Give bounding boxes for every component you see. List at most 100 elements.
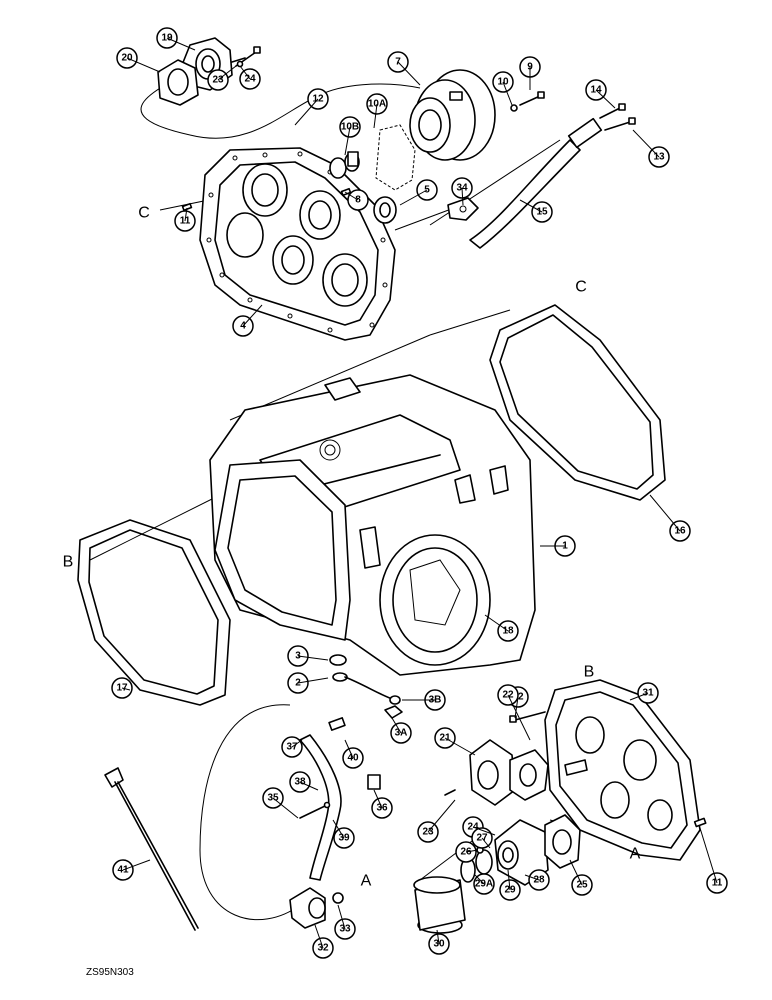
front-cover-plate xyxy=(199,147,396,341)
pump-gasket xyxy=(375,124,416,191)
seal-rings xyxy=(329,151,360,179)
callout-leader xyxy=(291,739,303,748)
callout-leader xyxy=(299,781,319,791)
callout-leader xyxy=(502,81,513,106)
dipstick xyxy=(104,767,199,931)
hydraulic-pump xyxy=(409,69,496,161)
transmission-housing xyxy=(209,374,536,676)
callout-leader xyxy=(272,797,299,819)
svg-text:5: 5 xyxy=(424,185,430,196)
right-gasket xyxy=(489,304,666,501)
svg-text:8: 8 xyxy=(355,195,361,206)
svg-text:31: 31 xyxy=(642,688,654,699)
dowel-pin xyxy=(181,187,352,212)
oil-filter-adapter xyxy=(289,887,344,929)
callout-leader xyxy=(465,849,479,853)
svg-text:40: 40 xyxy=(347,753,359,764)
callout-leader xyxy=(507,694,531,741)
oil-filter xyxy=(413,849,493,934)
callout-leader xyxy=(391,717,402,734)
svg-text:36: 36 xyxy=(376,803,388,814)
callout-leader xyxy=(514,696,519,719)
rear-opening-frame xyxy=(214,459,351,641)
reference-letter-b: B xyxy=(584,664,595,681)
callout-leader xyxy=(373,789,383,809)
callout-leader xyxy=(632,129,660,158)
callout-leaders xyxy=(121,37,718,949)
svg-text:30: 30 xyxy=(433,939,445,950)
svg-text:18: 18 xyxy=(502,626,514,637)
svg-text:13: 13 xyxy=(653,152,665,163)
drain-plug-group xyxy=(329,654,403,719)
callout-leader xyxy=(239,65,251,80)
callout-leader xyxy=(314,924,324,949)
svg-text:12: 12 xyxy=(312,94,324,105)
svg-text:32: 32 xyxy=(317,943,329,954)
pump-mount-gasket xyxy=(544,814,581,869)
callout-leader xyxy=(121,687,131,691)
callout-leader xyxy=(649,494,681,532)
cap-screw-and-washer xyxy=(235,46,261,68)
callout-leader xyxy=(297,655,329,661)
rear-cover-plate xyxy=(509,679,707,861)
dipstick-tube xyxy=(299,717,381,881)
callout-leader xyxy=(569,859,583,886)
callout-leader xyxy=(399,189,428,206)
reference-letter-c: C xyxy=(138,205,150,222)
callout-leader xyxy=(217,65,237,81)
svg-text:24: 24 xyxy=(244,74,256,85)
callout-leader xyxy=(184,207,188,222)
callout-leader xyxy=(332,819,345,839)
pump-bolts xyxy=(510,91,545,112)
callout-leader xyxy=(122,859,151,871)
svg-text:33: 33 xyxy=(339,924,351,935)
reference-letter-a: A xyxy=(361,873,372,890)
callout-leader xyxy=(484,614,509,632)
callout-leader xyxy=(397,61,421,86)
drawing-code: ZS95N303 xyxy=(86,967,134,978)
callout-leader xyxy=(344,739,354,759)
callout-leader xyxy=(481,837,491,849)
reference-letter-c: C xyxy=(575,279,587,296)
callout-leader xyxy=(297,677,329,684)
reference-letter-a: A xyxy=(630,846,641,863)
callout-leader xyxy=(461,187,464,206)
side-opening xyxy=(379,534,491,666)
callout-leader xyxy=(629,692,649,701)
svg-text:29: 29 xyxy=(504,885,516,896)
oil-tube xyxy=(469,103,636,249)
callout-leader xyxy=(344,126,351,156)
svg-text:39: 39 xyxy=(338,833,350,844)
oil-seal xyxy=(373,196,397,224)
seal-retainer-plate xyxy=(447,197,479,221)
callout-leader xyxy=(699,827,718,884)
callout-36: 36 xyxy=(371,797,393,819)
callout-40: 40 xyxy=(342,747,364,769)
callout-leader xyxy=(427,799,456,833)
callout-leader xyxy=(126,57,161,73)
callout-leader xyxy=(524,874,540,881)
rear-pump-housing xyxy=(444,739,549,806)
callout-leader xyxy=(595,89,616,109)
svg-text:1: 1 xyxy=(562,541,568,552)
svg-text:16: 16 xyxy=(674,526,686,537)
callout-leader xyxy=(507,869,511,891)
callout-leader xyxy=(472,826,496,836)
callout-leader xyxy=(519,199,543,213)
callout-leader xyxy=(294,98,319,126)
svg-text:15: 15 xyxy=(536,207,548,218)
callout-leader xyxy=(436,929,440,945)
callout-leader xyxy=(242,304,263,327)
housing-lugs xyxy=(324,377,509,569)
callout-leader xyxy=(337,904,346,930)
callout-leader xyxy=(166,37,196,51)
housing-gasket xyxy=(157,59,199,106)
svg-text:11: 11 xyxy=(712,878,723,889)
svg-text:25: 25 xyxy=(576,880,588,891)
callout-leader xyxy=(373,103,378,129)
left-gasket xyxy=(77,519,231,706)
callout-leader xyxy=(474,874,485,885)
